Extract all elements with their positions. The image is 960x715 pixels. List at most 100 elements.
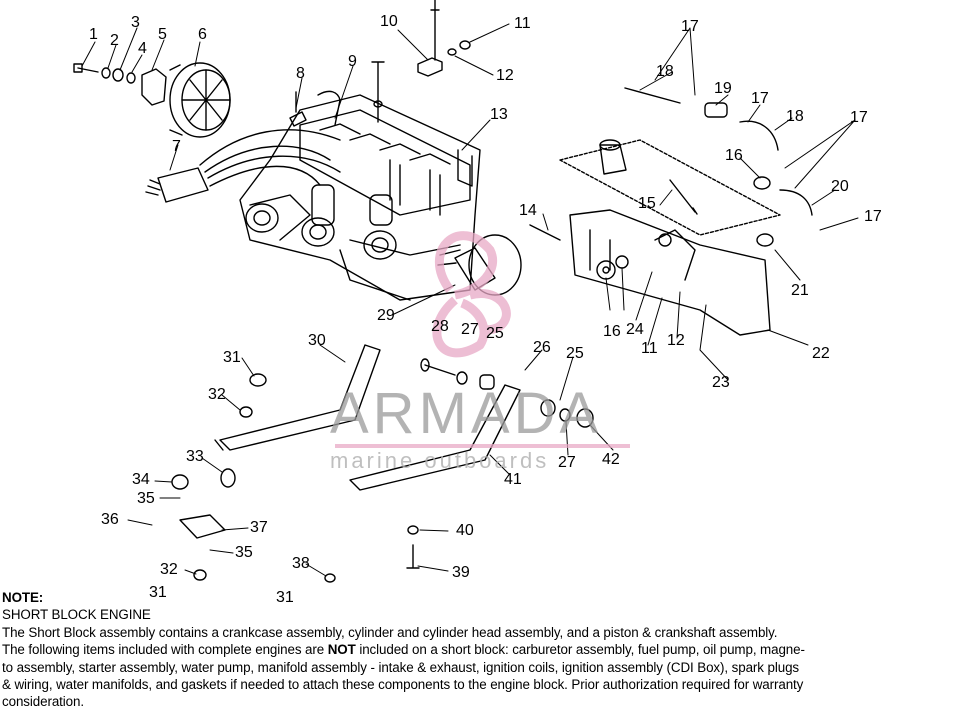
hose-part-20: [779, 189, 813, 216]
callout-24: 24: [626, 321, 644, 338]
callout-17: 17: [864, 208, 882, 225]
washer-part-12: [447, 48, 457, 56]
note-subtitle: SHORT BLOCK ENGINE: [2, 607, 151, 623]
callout-38: 38: [292, 555, 310, 572]
mounting-plate: [569, 209, 771, 336]
callout-21: 21: [791, 282, 809, 299]
callout-31: 31: [149, 584, 167, 601]
note-line-2-post: included on a short block: carburetor as…: [355, 642, 805, 658]
callout-13: 13: [490, 106, 508, 123]
callout-25: 25: [486, 325, 504, 342]
callout-18: 18: [656, 63, 674, 80]
fitting-part-8: [289, 91, 307, 127]
note-line-5: consideration.: [2, 694, 84, 710]
callout-32: 32: [160, 561, 178, 578]
callout-14: 14: [519, 202, 537, 219]
callout-36: 36: [101, 511, 119, 528]
callout-12: 12: [496, 67, 514, 84]
washer-part-32-top: [239, 406, 253, 418]
bracket-part-30: [214, 344, 381, 451]
callout-37: 37: [250, 519, 268, 536]
cover-plate-outline: [559, 139, 781, 236]
callout-27: 27: [461, 321, 479, 338]
callout-15: 15: [638, 195, 656, 212]
fitting-part-21: [756, 233, 774, 247]
callout-35: 35: [235, 544, 253, 561]
hose-part-18: [624, 87, 779, 151]
callout-27: 27: [558, 454, 576, 471]
nut-part-11: [459, 40, 471, 50]
wire-part-14: [529, 224, 561, 241]
filter-part-16: [753, 176, 771, 190]
note-line-2-pre: The following items included with comple…: [2, 642, 328, 658]
watermark-propeller-logo: [335, 231, 630, 448]
callout-18: 18: [786, 108, 804, 125]
callout-29: 29: [377, 307, 395, 324]
callout-16: 16: [725, 147, 743, 164]
callout-34: 34: [132, 471, 150, 488]
washer-part-27b: [559, 408, 571, 422]
pump-cylinder: [599, 139, 627, 175]
callout-1: 1: [89, 26, 98, 43]
carburetor-rear: [363, 194, 397, 260]
ignition-coil-part-13: [457, 149, 473, 187]
callout-23: 23: [712, 374, 730, 391]
note-line-2-emphasis: NOT: [327, 642, 356, 658]
callout-11: 11: [641, 340, 658, 357]
callout-31: 31: [276, 589, 294, 606]
hose-part-9: [317, 90, 341, 126]
callout-33: 33: [186, 448, 204, 465]
note-line-3: to assembly, starter assembly, water pum…: [2, 659, 800, 675]
leader-lines: [81, 23, 859, 577]
bolt-part-1: [73, 63, 99, 73]
callout-28: 28: [431, 318, 449, 335]
washer-part-38: [324, 573, 336, 583]
note-line-4: & wiring, water manifolds, and gaskets i…: [2, 677, 804, 693]
callout-7: 7: [172, 138, 181, 155]
nut-part-4: [126, 72, 136, 84]
callout-12: 12: [667, 332, 685, 349]
carburetor-middle: [301, 184, 335, 247]
nut-part-42: [576, 408, 594, 428]
callout-31: 31: [223, 349, 241, 366]
callout-39: 39: [452, 564, 470, 581]
washer-part-40: [407, 525, 419, 535]
callout-42: 42: [602, 451, 620, 468]
nut-part-31-top: [249, 373, 267, 387]
spacer-part-25: [540, 399, 556, 417]
bolt-part-15: [669, 179, 698, 215]
callout-9: 9: [348, 53, 357, 70]
grommet-part-33: [220, 468, 236, 488]
plate-part-37: [179, 514, 226, 539]
grommet-part-34: [171, 474, 189, 490]
bolt-part-39: [406, 544, 420, 569]
washer-part-2: [101, 67, 111, 79]
fitting-part-5: [141, 68, 167, 106]
callout-19: 19: [714, 80, 732, 97]
filter-part-19: [704, 102, 728, 118]
callout-40: 40: [456, 522, 474, 539]
callout-4: 4: [138, 40, 147, 57]
callout-35: 35: [137, 490, 155, 507]
callout-22: 22: [812, 345, 830, 362]
callout-6: 6: [198, 26, 207, 43]
callout-8: 8: [296, 65, 305, 82]
wiring-harness-part-7: [145, 129, 341, 203]
exploded-parts-diagram: [73, 0, 859, 583]
callout-17: 17: [850, 109, 868, 126]
callout-26: 26: [533, 339, 551, 356]
note-line-2: The following items included with comple…: [2, 641, 960, 658]
bolt-part-10: [417, 0, 443, 77]
bracket-part-41: [349, 384, 521, 491]
flywheel-part-6: [169, 62, 231, 138]
callout-32: 32: [208, 386, 226, 403]
callout-20: 20: [831, 178, 849, 195]
callout-16: 16: [603, 323, 621, 340]
washer-part-3: [112, 68, 124, 82]
callout-41: 41: [504, 471, 522, 488]
callout-11: 11: [514, 15, 531, 32]
watermark-brand: ARMADA: [330, 381, 603, 446]
short-block-note: NOTE: SHORT BLOCK ENGINE The Short Block…: [2, 589, 960, 711]
bolt-part-28: [420, 358, 456, 376]
callout-25: 25: [566, 345, 584, 362]
